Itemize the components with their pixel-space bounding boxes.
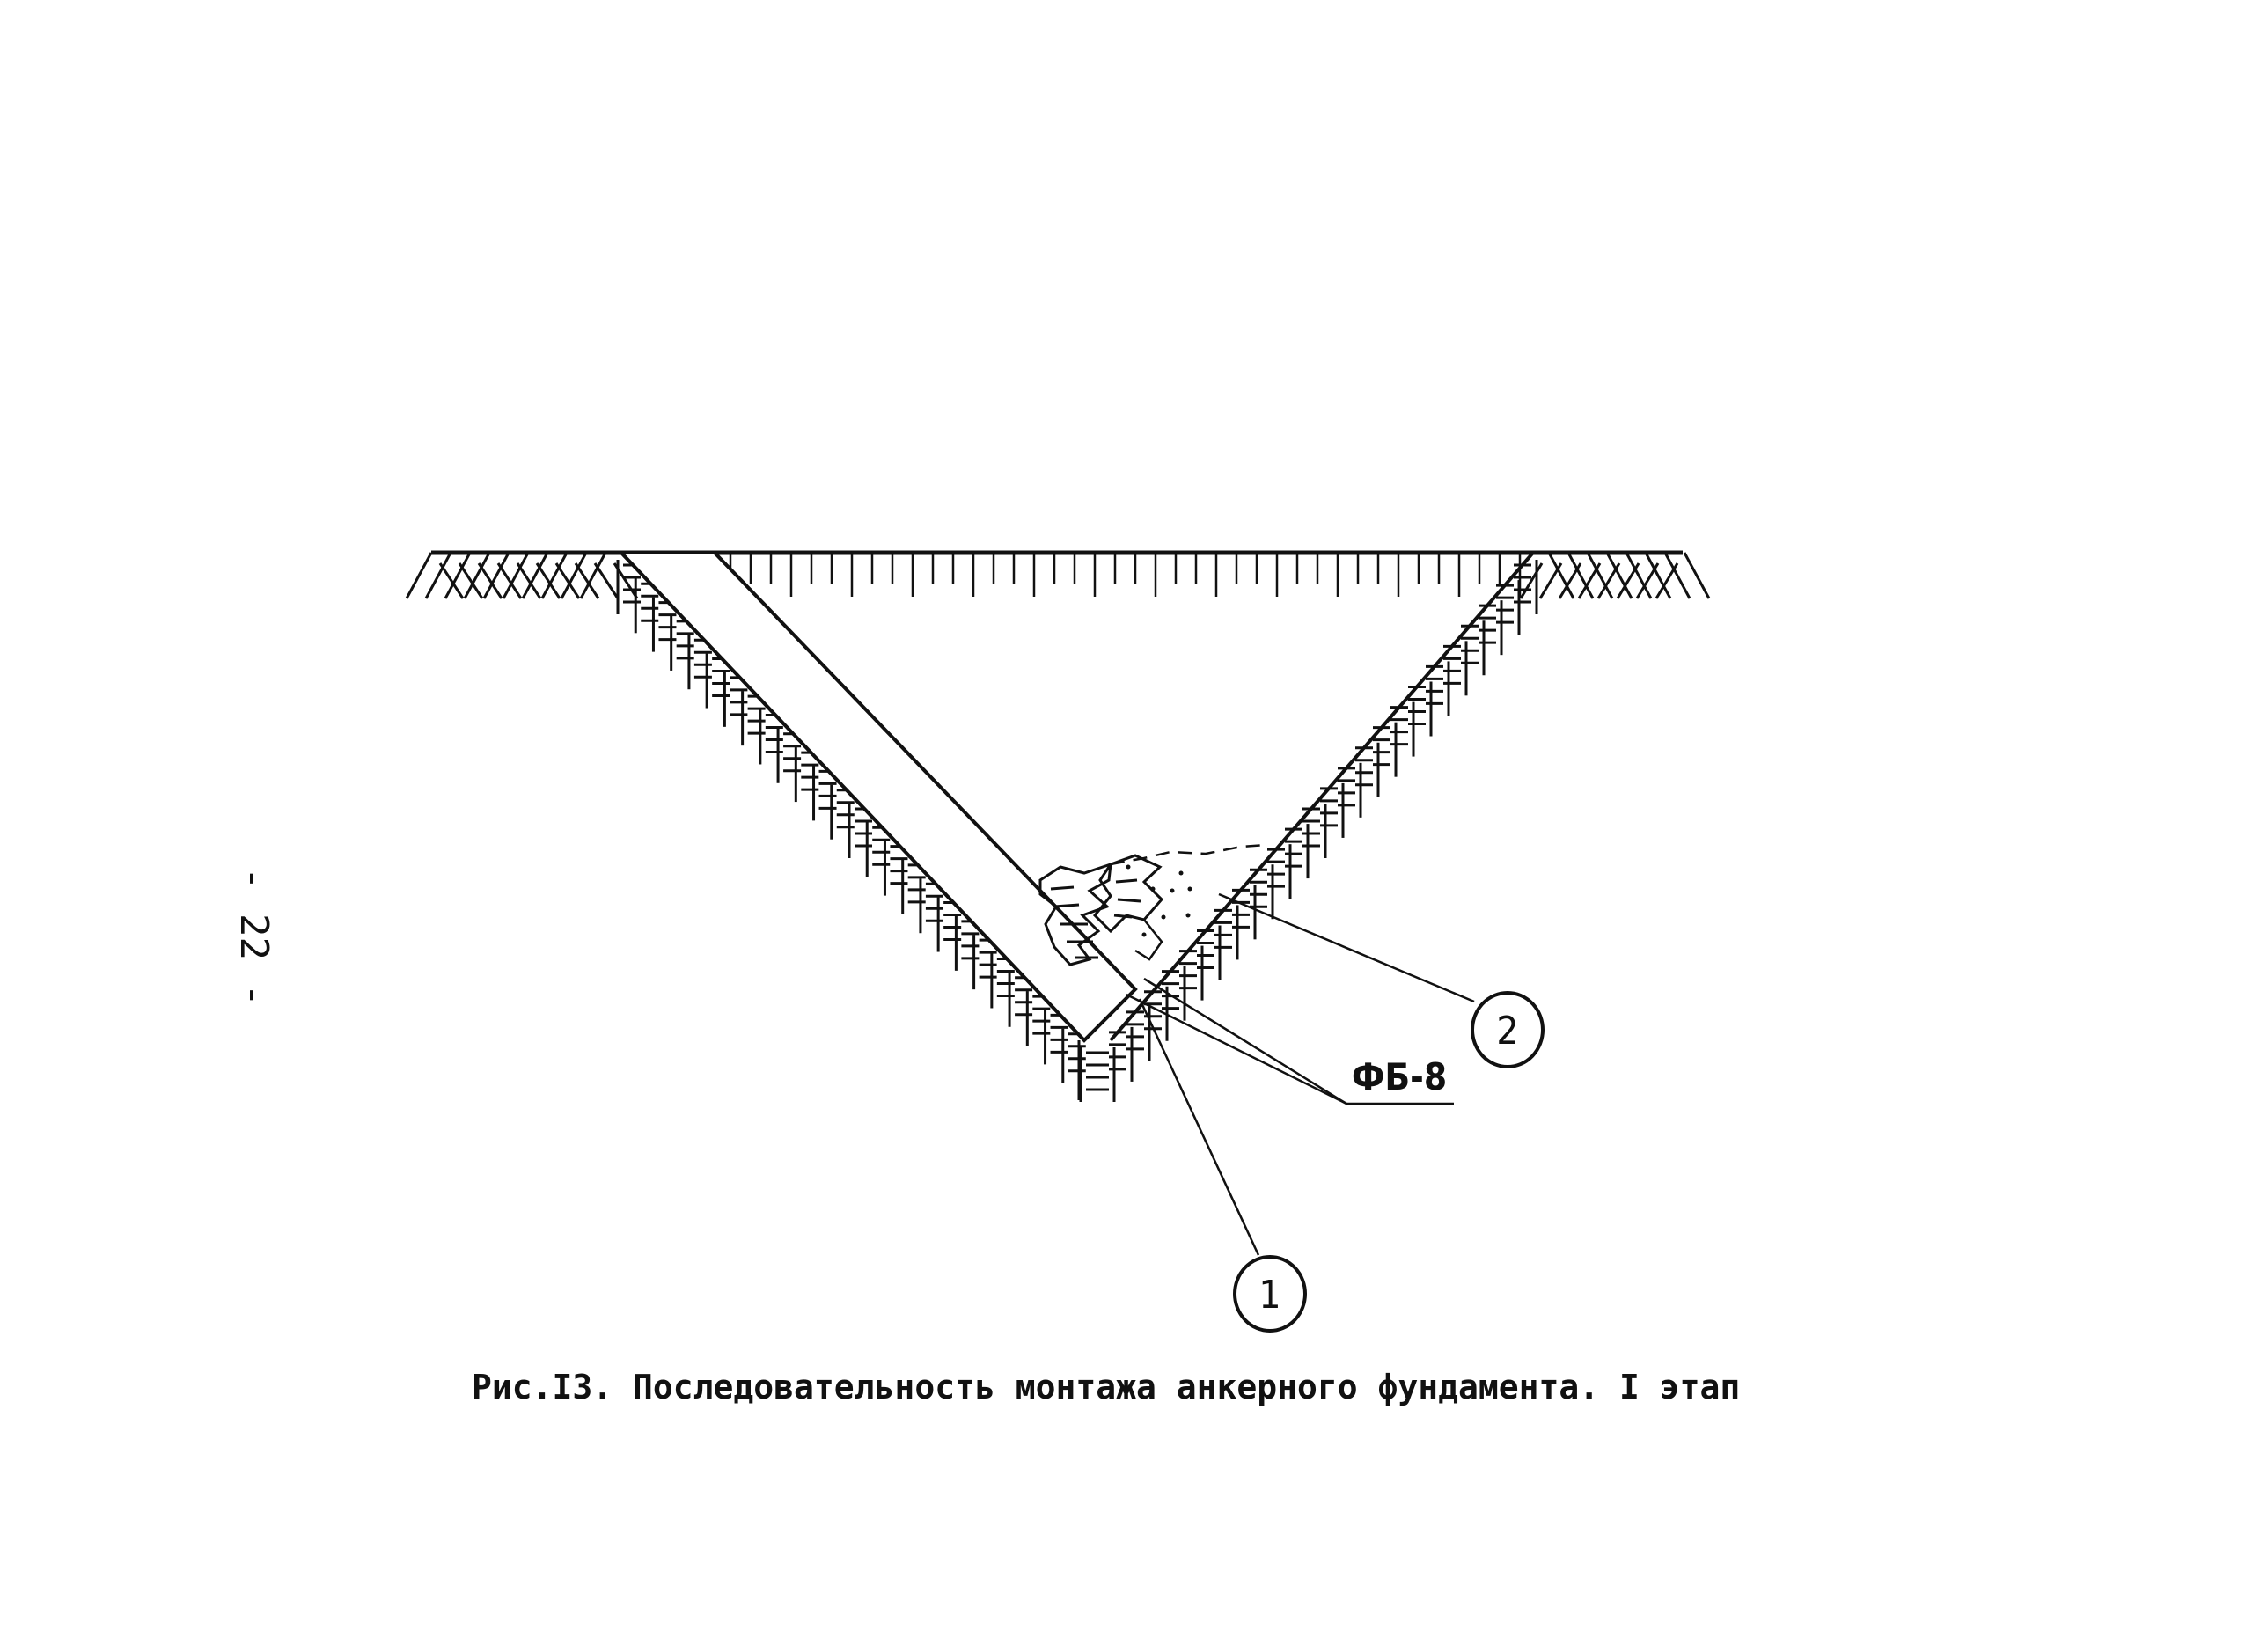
hatch-stroke	[1663, 552, 1691, 599]
figure-caption: Рис.I3. Последовательность монтажа анкер…	[472, 1368, 1741, 1406]
hatch-stroke	[477, 562, 503, 599]
pit-surface-ticks	[729, 553, 1522, 597]
hatch-stroke	[579, 552, 607, 599]
hatch-stroke	[1538, 562, 1563, 599]
hatch-stroke	[540, 552, 569, 599]
pit-wall-right	[1109, 551, 1535, 1042]
callout-1: 1	[1233, 1255, 1307, 1333]
hatch-stroke	[1519, 562, 1544, 599]
hatch-stroke	[1605, 552, 1633, 599]
callout-2-label: 2	[1496, 1009, 1518, 1054]
hatch-stroke	[424, 552, 452, 599]
pit-wall-hatch-left	[616, 560, 1104, 1102]
hatch-stroke	[560, 552, 588, 599]
callout-1-label: 1	[1258, 1273, 1280, 1318]
rubble-fill	[1038, 854, 1164, 966]
hatch-stroke	[1616, 562, 1640, 599]
hatch-stroke	[482, 552, 510, 599]
hatch-stroke	[1547, 552, 1575, 599]
hatch-stroke	[1644, 552, 1672, 599]
callout-2: 2	[1471, 991, 1545, 1068]
hatch-stroke	[1635, 562, 1660, 599]
hatch-stroke	[593, 562, 620, 599]
hatch-stroke	[438, 562, 465, 599]
sand-fill	[1110, 843, 1266, 961]
foundation-slab	[617, 551, 1138, 1043]
hatch-stroke	[1577, 562, 1602, 599]
hatch-stroke	[554, 562, 581, 599]
hatch-stroke	[1596, 562, 1621, 599]
hatch-stroke	[502, 552, 530, 599]
leader-lines	[1126, 892, 1475, 1256]
hatch-stroke	[1558, 562, 1582, 599]
hatch-stroke	[405, 552, 433, 599]
ground-hatch-left	[405, 552, 639, 599]
hatch-stroke	[516, 562, 542, 599]
hatch-stroke	[1567, 552, 1595, 599]
hatch-stroke	[535, 562, 561, 599]
hatch-stroke	[1683, 552, 1711, 599]
hatch-stroke	[1586, 552, 1614, 599]
hatch-stroke	[496, 562, 523, 599]
hatch-stroke	[444, 552, 472, 599]
part-label: ФБ-8	[1352, 1055, 1447, 1098]
hatch-stroke	[1655, 562, 1679, 599]
hatch-stroke	[463, 552, 491, 599]
ground-hatch-right	[1519, 552, 1711, 599]
hatch-stroke	[521, 552, 549, 599]
hatch-stroke	[574, 562, 600, 599]
hatch-stroke	[1625, 552, 1653, 599]
pit-wall-hatch-right	[1091, 560, 1538, 1102]
hatch-stroke	[458, 562, 484, 599]
